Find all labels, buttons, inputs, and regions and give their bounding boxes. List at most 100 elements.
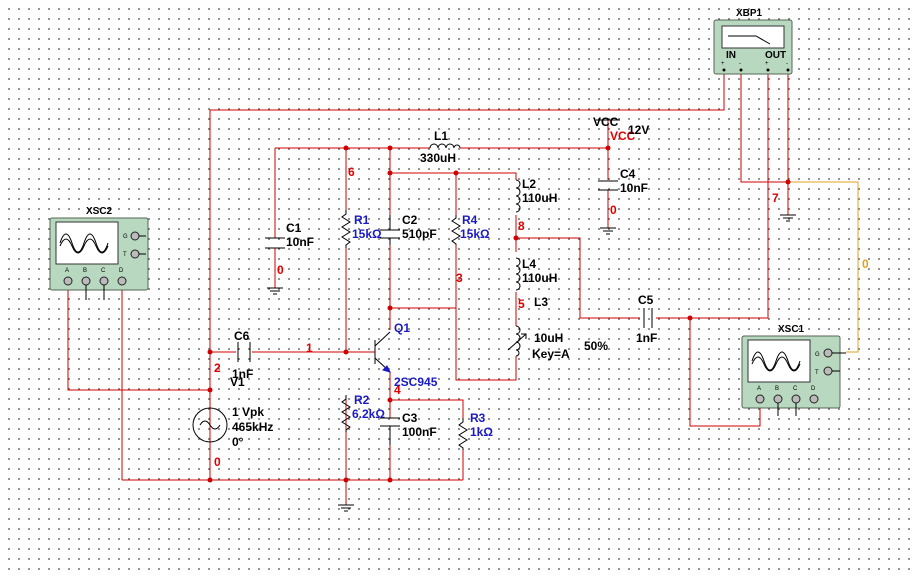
net-1: 1	[306, 341, 313, 355]
resistor-r3[interactable]: R3 1kΩ	[458, 411, 493, 450]
r4-name: R4	[462, 213, 478, 227]
xbp1-out-label: OUT	[765, 50, 786, 61]
variable-inductor-l3[interactable]: L3 10uH Key=A 50%	[507, 295, 608, 361]
net-5: 5	[518, 297, 525, 311]
r2-name: R2	[354, 393, 370, 407]
c3-value: 100nF	[402, 425, 437, 439]
l4-name: L4	[522, 257, 536, 271]
r3-value: 1kΩ	[470, 425, 493, 439]
r4-value: 15kΩ	[460, 227, 490, 241]
resistor-r1[interactable]: R1 15kΩ	[341, 210, 382, 248]
xsc1-port-b-label: B	[775, 386, 779, 392]
net-6: 6	[348, 165, 355, 179]
r1-name: R1	[354, 213, 370, 227]
c3-name: C3	[402, 411, 418, 425]
inductor-l2[interactable]: L2 110uH	[515, 177, 557, 213]
v1-name: V1	[230, 375, 245, 389]
l2-name: L2	[522, 177, 536, 191]
resistor-r4[interactable]: R4 15kΩ	[451, 213, 490, 245]
c1-name: C1	[286, 221, 302, 235]
q1-model: 2SC945	[394, 375, 438, 389]
v1-phase: 0°	[232, 435, 244, 449]
transistor-q1[interactable]: Q1 2SC945	[374, 321, 438, 389]
capacitor-c1[interactable]: C1 10nF	[265, 221, 314, 249]
xsc2-port-c-label: C	[101, 268, 106, 274]
net-7: 7	[772, 191, 779, 205]
ground-symbols	[267, 214, 796, 512]
capacitor-c5[interactable]: C5 1nF	[636, 293, 657, 345]
net-8: 8	[518, 219, 525, 233]
vcc-label: VCC	[593, 115, 619, 129]
bode-curve-icon	[728, 35, 771, 45]
xbp1-pin-out-plus: +	[765, 61, 769, 67]
l2-value: 110uH	[522, 191, 557, 205]
sine-wave-icon	[751, 351, 801, 371]
ground-main	[338, 504, 354, 512]
wire-xsc1-g	[788, 181, 859, 353]
xsc2-port-b-label: B	[83, 268, 87, 274]
net-2: 2	[214, 361, 221, 375]
xsc1-port-c-label: C	[793, 386, 798, 392]
net-4: 4	[394, 383, 401, 397]
net-3: 3	[456, 271, 463, 285]
net-0-c4: 0	[610, 203, 617, 217]
l4-value: 110uH	[522, 271, 557, 285]
l3-name: L3	[534, 295, 548, 309]
r1-value: 15kΩ	[352, 227, 382, 241]
inductor-l1[interactable]: L1 330uH	[420, 129, 461, 165]
inductor-l4[interactable]: L4 110uH	[515, 257, 557, 291]
xsc2-port-a-label: A	[65, 268, 69, 274]
l3-percent: 50%	[584, 339, 608, 353]
vcc-value: 12V	[628, 123, 649, 137]
net-0-c1: 0	[277, 263, 284, 277]
capacitor-c6[interactable]: C6 1nF	[232, 329, 253, 381]
xsc2-t-label: T	[123, 252, 127, 258]
c5-name: C5	[638, 293, 654, 307]
c1-value: 10nF	[286, 235, 314, 249]
xbp1-pin-in-plus: +	[721, 61, 725, 67]
v1-freq: 465kHz	[232, 420, 273, 434]
sine-wave-icon	[59, 233, 109, 253]
c2-value: 510pF	[402, 227, 437, 241]
xsc2-port-d-label: D	[119, 268, 124, 274]
l1-name: L1	[434, 129, 448, 143]
net-0-orange: 0	[862, 257, 869, 271]
xsc1-t-label: T	[815, 370, 819, 376]
q1-name: Q1	[394, 321, 410, 335]
r2-value: 6.2kΩ	[352, 407, 385, 421]
net-0-v1: 0	[214, 455, 221, 469]
junction-dots	[207, 145, 791, 483]
c6-name: C6	[234, 329, 250, 343]
xsc1-name: XSC1	[778, 324, 805, 335]
capacitor-c2[interactable]: C2 510pF	[380, 213, 437, 245]
xsc2-g-label: G	[123, 234, 128, 240]
ac-source-v1[interactable]: V1 1 Vpk 465kHz 0°	[192, 375, 273, 449]
r3-name: R3	[470, 411, 486, 425]
l3-key: Key=A	[532, 347, 570, 361]
xsc2-name: XSC2	[86, 206, 113, 217]
net-labels: 0 0 0 0 1 2 3 4 5 6 7 8	[214, 165, 869, 469]
oscilloscope-xsc1[interactable]: XSC1 G T A B C D	[741, 324, 846, 416]
ground-c1	[267, 287, 283, 295]
capacitor-c3[interactable]: C3 100nF	[380, 411, 437, 445]
oscilloscope-xsc2[interactable]: XSC2 G T A B C D	[49, 206, 149, 300]
ground-xbp1	[780, 214, 796, 222]
xbp1-name: XBP1	[736, 8, 763, 19]
l3-value: 10uH	[534, 331, 563, 345]
xbp1-pin-in-minus: -	[739, 61, 741, 67]
c4-name: C4	[620, 167, 636, 181]
xbp1-pin-out-minus: -	[786, 61, 788, 67]
c2-name: C2	[402, 213, 418, 227]
resistor-r2[interactable]: R2 6.2kΩ	[341, 393, 385, 432]
vcc-symbol[interactable]: VCC VCC 12V	[593, 115, 649, 143]
bode-plotter-xbp1[interactable]: XBP1 IN OUT + - + -	[713, 8, 793, 75]
ground-c4	[600, 227, 616, 235]
c6-value: 1nF	[232, 367, 253, 381]
c5-value: 1nF	[636, 331, 657, 345]
l1-value: 330uH	[420, 151, 456, 165]
xsc1-g-label: G	[815, 352, 820, 358]
capacitor-c4[interactable]: C4 10nF	[598, 167, 648, 195]
v1-amp: 1 Vpk	[232, 405, 264, 419]
